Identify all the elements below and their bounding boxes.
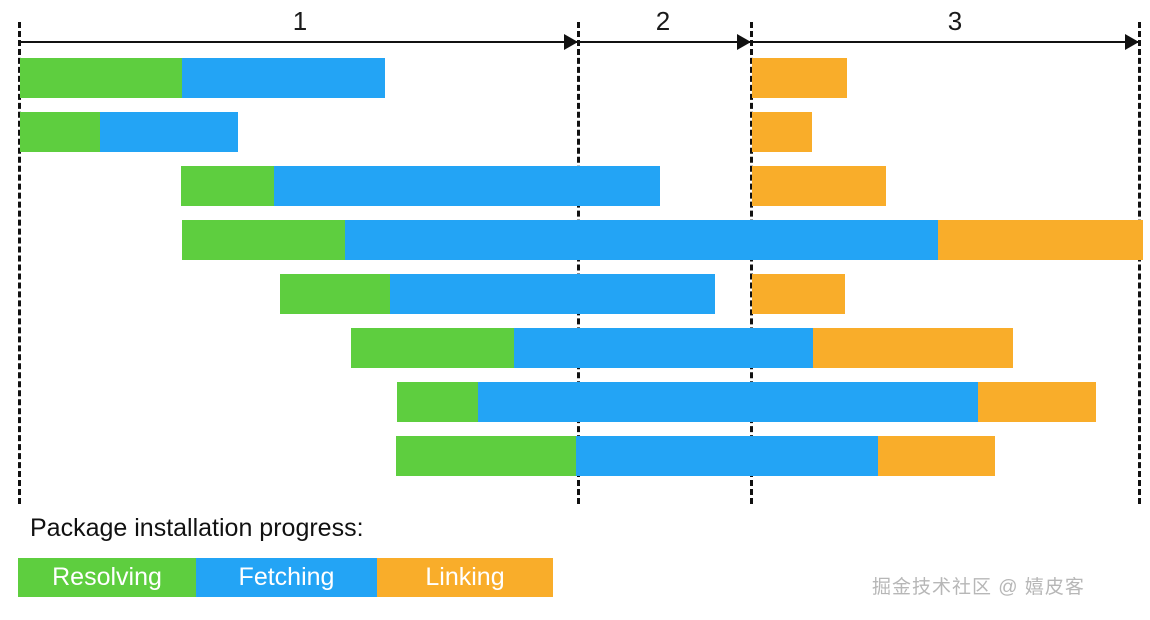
bar-segment-linking [752, 58, 847, 98]
legend-item-resolving: Resolving [18, 558, 196, 597]
bar-row [0, 274, 1150, 314]
legend-item-label: Resolving [52, 563, 162, 591]
bar-row [0, 436, 1150, 476]
bar-segment-fetching [478, 382, 978, 422]
bar-row [0, 58, 1150, 98]
legend-caption: Package installation progress: [30, 514, 364, 542]
bar-segment-linking [813, 328, 1013, 368]
bar-segment-linking [978, 382, 1096, 422]
bar-segment-fetching [274, 166, 660, 206]
legend-item-label: Fetching [238, 563, 335, 591]
phase-label-1: 1 [292, 6, 308, 36]
bar-row [0, 112, 1150, 152]
bar-segment-fetching [390, 274, 715, 314]
bar-row [0, 328, 1150, 368]
bar-segment-resolving [182, 220, 345, 260]
bar-segment-resolving [280, 274, 390, 314]
bar-segment-resolving [351, 328, 514, 368]
phase-label-3: 3 [947, 6, 963, 36]
bar-segment-linking [752, 274, 845, 314]
phase-divider-1 [18, 22, 21, 504]
bar-row [0, 166, 1150, 206]
legend-item-label: Linking [425, 563, 505, 591]
legend-item-fetching: Fetching [196, 558, 377, 597]
bar-row [0, 382, 1150, 422]
bar-segment-linking [752, 112, 812, 152]
bar-segment-linking [752, 166, 886, 206]
phase-arrow-3 [752, 41, 1138, 43]
phase-divider-2 [577, 22, 580, 504]
phase-arrow-1 [20, 41, 577, 43]
bar-segment-fetching [514, 328, 813, 368]
phase-arrow-2 [579, 41, 750, 43]
legend-bar: Resolving Fetching Linking [18, 558, 553, 597]
bar-row [0, 220, 1150, 260]
phase-divider-3 [750, 22, 753, 504]
bar-segment-linking [938, 220, 1143, 260]
legend-item-linking: Linking [377, 558, 553, 597]
bar-segment-fetching [576, 436, 878, 476]
bar-segment-fetching [100, 112, 238, 152]
bar-segment-resolving [20, 112, 100, 152]
watermark-text: 掘金技术社区 @ 嬉皮客 [872, 577, 1085, 598]
bar-segment-fetching [182, 58, 385, 98]
bar-segment-resolving [397, 382, 478, 422]
phase-divider-4 [1138, 22, 1141, 504]
bar-segment-resolving [181, 166, 274, 206]
bar-segment-fetching [345, 220, 938, 260]
bar-segment-linking [878, 436, 995, 476]
phase-label-2: 2 [655, 6, 671, 36]
bar-segment-resolving [396, 436, 576, 476]
bar-segment-resolving [20, 58, 182, 98]
